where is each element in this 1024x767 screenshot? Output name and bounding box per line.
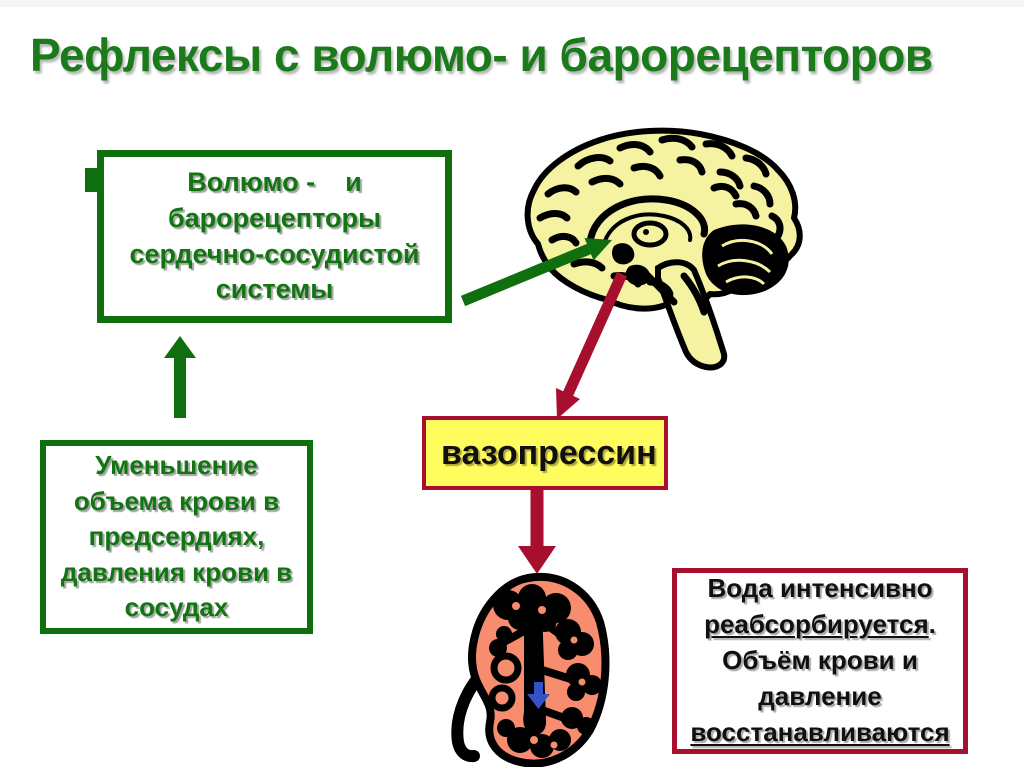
decrease-box-line: Уменьшение xyxy=(95,449,258,480)
outcome-box-line: Вода интенсивно xyxy=(707,573,933,604)
slide-title: Рефлексы с волюмо- и барорецепторов xyxy=(30,29,933,81)
receptor-box-line: системы xyxy=(215,274,334,305)
outcome-box-line: восстанавливаются xyxy=(690,716,950,747)
decrease-box: Уменьшение объема крови в предсердиях, д… xyxy=(40,440,313,634)
decrease-box-line: предсердиях, xyxy=(88,521,265,552)
arrow-decrease-to-receptors xyxy=(164,336,196,418)
receptor-box: Волюмо - и барорецепторы сердечно-сосуди… xyxy=(97,150,452,323)
receptor-box-line: Волюмо - и xyxy=(187,167,362,198)
decrease-box-line: сосудах xyxy=(124,592,229,623)
outcome-box-line: давление xyxy=(758,680,882,711)
decrease-box-line: объема крови в xyxy=(73,485,280,516)
vasopressin-box: вазопрессин xyxy=(422,416,668,490)
decrease-box-line: давления крови в xyxy=(60,556,293,587)
vasopressin-label: вазопрессин xyxy=(441,433,657,472)
receptor-box-line: барорецепторы xyxy=(167,202,382,233)
outcome-box: Вода интенсивно реабсорбируется. Объём к… xyxy=(672,568,968,754)
receptor-box-left-tab xyxy=(85,168,98,192)
water-reabsorption-arrow xyxy=(527,682,550,709)
arrow-vasopressin-to-kidney xyxy=(518,488,556,574)
outcome-box-line: реабсорбируется. xyxy=(704,609,936,640)
receptor-box-line: сердечно-сосудистой xyxy=(129,238,420,269)
brain-illustration xyxy=(524,127,803,371)
outcome-box-line: Объём крови и xyxy=(722,645,918,676)
slide-top-edge xyxy=(0,0,1024,7)
kidney-illustration xyxy=(451,572,610,767)
